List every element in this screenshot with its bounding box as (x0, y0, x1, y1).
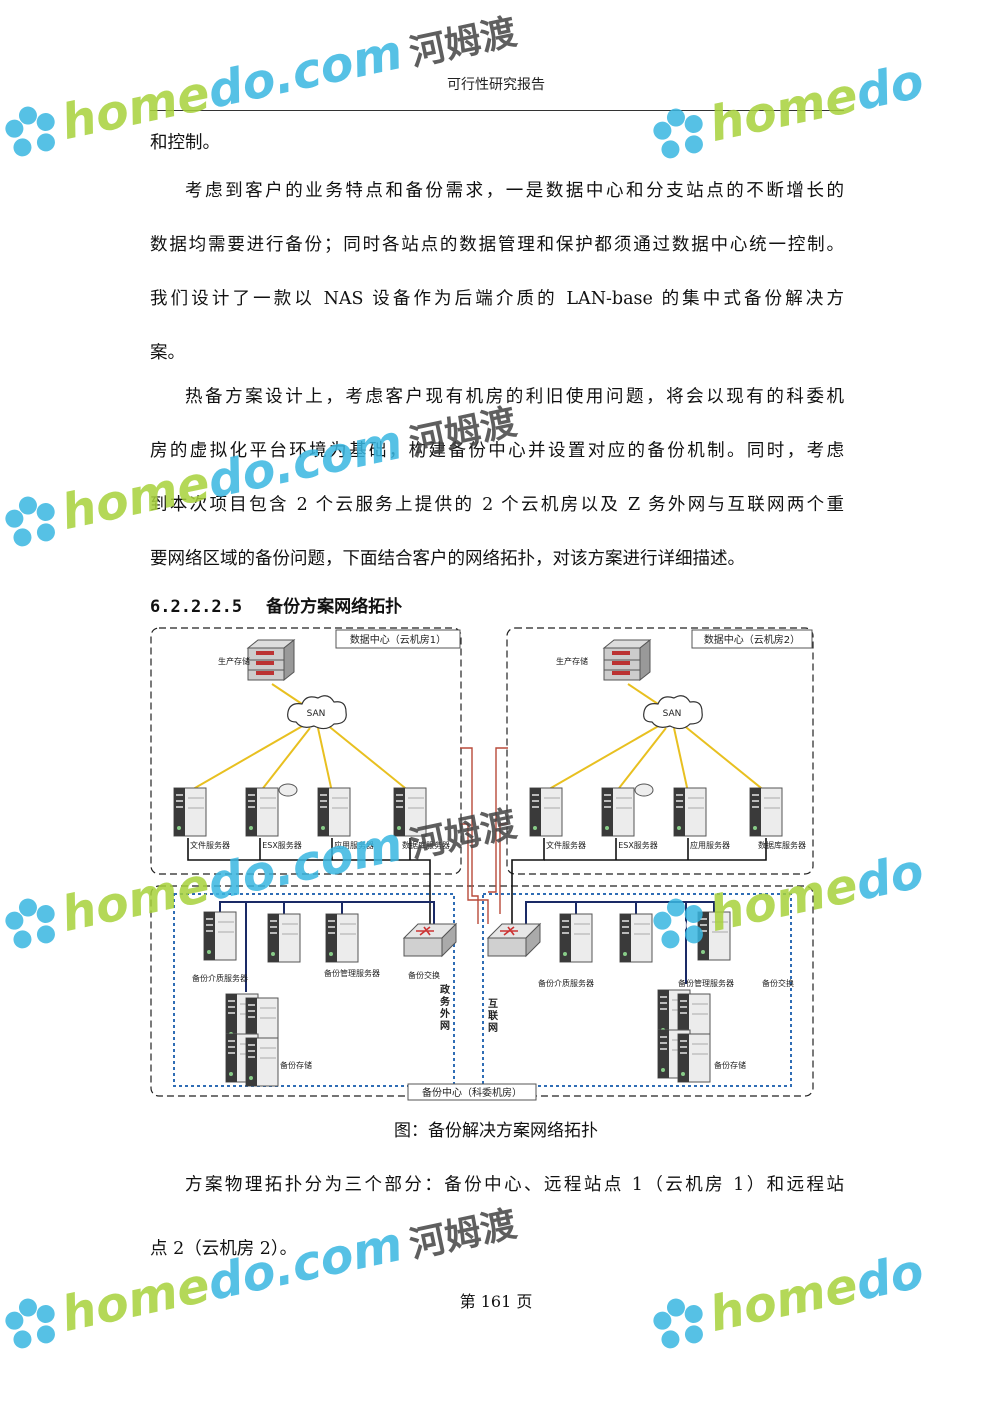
text-line: 方案物理拓扑分为三个部分：备份中心、远程站点 1（云机房 1）和远程站 (185, 1175, 844, 1195)
text-line: 到本次项目包含 2 个云服务上提供的 2 个云机房以及 Z 务外网与互联网两个重 (150, 495, 844, 515)
backup-mgmt-label: 备份管理服务器 (324, 968, 380, 978)
watermark-text: home (56, 1257, 215, 1343)
disk-icon (634, 783, 654, 797)
server-icon (245, 787, 279, 837)
section-title: 备份方案网络拓扑 (266, 597, 403, 617)
server-icon (559, 913, 593, 963)
backup-media-label: 备份介质服务器 (192, 973, 248, 983)
text-line: 点 2（云机房 2）。 (150, 1239, 298, 1259)
flower-logo-icon (653, 1298, 703, 1349)
server-label: ESX服务器 (262, 840, 302, 850)
text-line: 房的虚拟化平台环境为基础，构建备份中心并设置对应的备份机制。同时，考虑 (150, 441, 844, 461)
page-number: 第 161 页 (459, 1292, 533, 1311)
paragraph-3: 热备方案设计上，考虑客户现有机房的利旧使用问题，将会以现有的科委机 房的虚拟化平… (150, 370, 844, 586)
watermark: homedo (646, 843, 929, 958)
server-icon (749, 787, 783, 837)
dc1-zone (150, 627, 462, 875)
server-icon (267, 913, 301, 963)
server-icon (203, 911, 237, 961)
server-icon (173, 787, 207, 837)
switch-icon (487, 923, 541, 957)
dc2-zone (506, 627, 814, 875)
server-icon (619, 913, 653, 963)
server-icon (529, 787, 563, 837)
watermark-text: do (851, 53, 929, 122)
flower-logo-icon (5, 106, 55, 157)
text-line: 和控制。 (150, 133, 220, 153)
backup-center-label: 备份中心（科委机房） (422, 1086, 522, 1099)
paragraph-1: 和控制。 (150, 116, 844, 170)
server-label: 文件服务器 (190, 840, 230, 850)
server-icon (601, 787, 635, 837)
watermark: homedo.com河姆渡 (0, 1192, 521, 1358)
watermark: homedo.com河姆渡 (0, 792, 521, 958)
watermark: homedo.com河姆渡 (0, 0, 521, 166)
backup-mgmt-label: 备份管理服务器 (678, 978, 734, 988)
gov-net-zone (173, 893, 455, 1087)
backup-center-zone (150, 885, 814, 1097)
figure-caption: 图：备份解决方案网络拓扑 (394, 1121, 598, 1141)
server-icon (325, 913, 359, 963)
text-line: 我们设计了一款以 NAS 设备作为后端介质的 LAN-base 的集中式备份解决… (150, 289, 844, 309)
server-label: 文件服务器 (546, 840, 586, 850)
network-topology-diagram: 数据中心（云机房1） 数据中心（云机房2） 备份中心（科委机房） (150, 627, 814, 1101)
switch-icon (403, 923, 457, 957)
backup-media-label: 备份介质服务器 (538, 978, 594, 988)
text-line: 案。 (150, 343, 185, 363)
flower-logo-icon (5, 496, 55, 547)
san-label: SAN (307, 709, 326, 719)
production-storage-icon (247, 639, 295, 681)
watermark: homedo (646, 1243, 929, 1358)
server-label: 数据库服务器 (758, 840, 806, 850)
prod-storage-label: 生产存储 (556, 656, 588, 666)
paragraph-4: 方案物理拓扑分为三个部分：备份中心、远程站点 1（云机房 1）和远程站 点 2（… (150, 1158, 844, 1276)
text-line: 热备方案设计上，考虑客户现有机房的利旧使用问题，将会以现有的科委机 (185, 387, 844, 407)
text-line: 数据均需要进行备份；同时各站点的数据管理和保护都须通过数据中心统一控制。 (150, 235, 844, 255)
paragraph-2: 考虑到客户的业务特点和备份需求，一是数据中心和分支站点的不断增长的 数据均需要进… (150, 164, 844, 380)
storage-server-icon (677, 1033, 711, 1083)
dc1-label: 数据中心（云机房1） (350, 633, 446, 646)
server-icon (673, 787, 707, 837)
server-label: 应用服务器 (334, 840, 374, 850)
server-label: 应用服务器 (690, 840, 730, 850)
gov-net-label: 政务外网 (438, 983, 451, 1032)
text-line: 要网络区域的备份问题，下面结合客户的网络拓扑，对该方案进行详细描述。 (150, 549, 745, 569)
internet-zone (482, 893, 792, 1087)
header-rule (150, 110, 844, 111)
flower-logo-icon (653, 898, 703, 949)
section-number: 6.2.2.2.5 (150, 597, 243, 617)
prod-storage-label: 生产存储 (218, 656, 250, 666)
san-label: SAN (663, 709, 682, 719)
server-label: ESX服务器 (618, 840, 658, 850)
text-line: 考虑到客户的业务特点和备份需求，一是数据中心和分支站点的不断增长的 (185, 181, 844, 201)
backup-storage-label: 备份存储 (280, 1060, 312, 1070)
watermark: homedo (646, 53, 929, 168)
production-storage-icon (603, 639, 651, 681)
switch-label: 备份交换 (408, 970, 440, 980)
watermark-text: do (851, 843, 929, 912)
storage-server-icon (245, 1037, 279, 1087)
switch-label: 备份交换 (762, 978, 794, 988)
watermark-text: 河姆渡 (406, 11, 521, 75)
watermark-text: do (203, 51, 281, 120)
dc2-label: 数据中心（云机房2） (704, 633, 800, 646)
page-header: 可行性研究报告 (447, 77, 545, 93)
flower-logo-icon (5, 898, 55, 949)
watermark: homedo.com河姆渡 (0, 390, 521, 556)
internet-label: 互联网 (486, 998, 498, 1034)
flower-logo-icon (653, 108, 703, 159)
watermark-text: do (851, 1243, 929, 1312)
server-label: 数据库服务器 (402, 840, 450, 850)
section-heading: 6.2.2.2.5 备份方案网络拓扑 (150, 592, 402, 617)
disk-icon (278, 783, 298, 797)
flower-logo-icon (5, 1298, 55, 1349)
backup-storage-label: 备份存储 (714, 1060, 746, 1070)
